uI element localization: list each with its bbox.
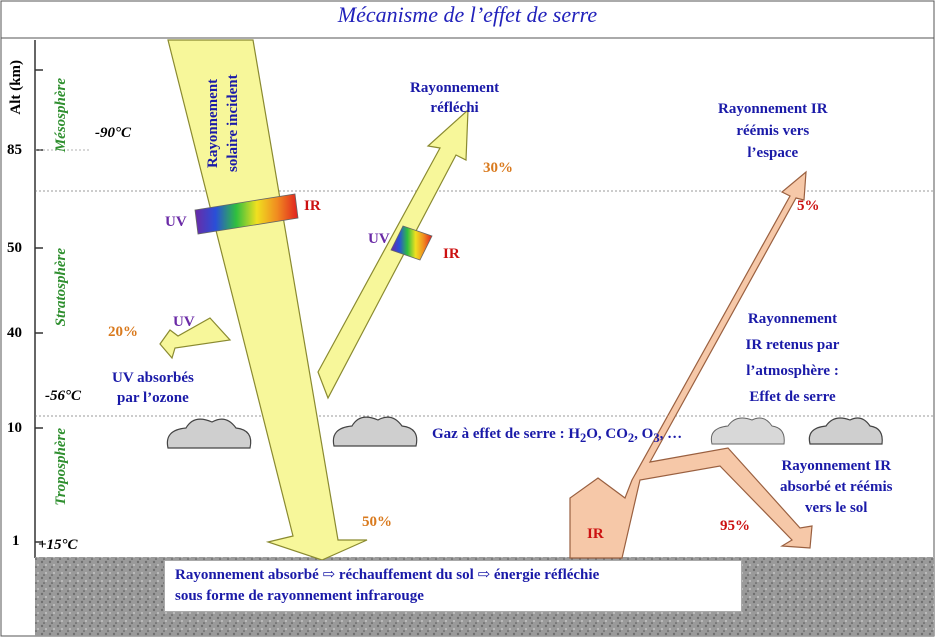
ground-caption-line: sous forme de rayonnement infrarouge <box>175 588 424 604</box>
ir-ground-line: Rayonnement IR <box>781 458 892 474</box>
ghg-text: O, CO <box>586 426 628 442</box>
uv-absorbed-uv-label: UV <box>173 314 195 330</box>
layer-label-troposphere: Troposphère <box>53 428 69 506</box>
ir-retained-line: l’atmosphère : <box>746 363 839 379</box>
temp-label: +15°C <box>38 537 78 553</box>
ir-retained-label: Rayonnement IR retenus par l’atmosphère … <box>720 306 865 410</box>
uv-absorbed-percent: 20% <box>108 324 138 340</box>
solar-spectrum-band <box>194 193 299 235</box>
ir-upward-arrow <box>569 170 813 559</box>
uv-absorbed-line: UV absorbés <box>112 370 194 386</box>
temp-label: -56°C <box>45 388 81 404</box>
ir-retained-line: Effet de serre <box>749 389 836 405</box>
reflected-spectrum-band <box>390 225 433 261</box>
ir-ground-label: Rayonnement IR absorbé et réémis vers le… <box>780 456 892 519</box>
ir-space-label: Rayonnement IR réémis vers l’espace <box>718 98 828 164</box>
ir-ground-ir-label: IR <box>587 526 604 542</box>
solar-label-line: Rayonnement <box>205 78 221 168</box>
reflected-ir-label: IR <box>443 246 460 262</box>
ghg-sub: 2 <box>580 431 587 445</box>
solar-incident-label: Rayonnement solaire incident <box>203 58 243 188</box>
cloud-icon <box>710 417 785 445</box>
ghg-text: Gaz à effet de serre : H <box>432 426 580 442</box>
reflected-label-line: réfléchi <box>430 100 479 116</box>
cloud-icon <box>808 417 883 445</box>
ir-label: IR <box>304 198 321 214</box>
tick-label: 10 <box>7 420 22 436</box>
ir-space-line: l’espace <box>747 145 799 161</box>
reflected-percent: 30% <box>483 160 513 176</box>
ir-retained-line: Rayonnement <box>747 311 838 327</box>
ghg-text: , O <box>634 426 654 442</box>
reflected-label: Rayonnement réfléchi <box>410 78 499 118</box>
cloud-icon <box>332 416 418 447</box>
tick-label: 50 <box>7 240 22 256</box>
uv-absorbed-line: par l’ozone <box>117 390 189 406</box>
ghg-sub: 3 <box>653 431 660 445</box>
reflected-arrow <box>317 108 469 400</box>
ground-caption-line: Rayonnement absorbé ⇨ réchauffement du s… <box>175 567 600 583</box>
tick-label: 85 <box>7 142 22 158</box>
ir-ground-line: absorbé et réémis <box>780 479 893 495</box>
uv-absorbed-arrow <box>159 317 232 360</box>
uv-label: UV <box>165 214 187 230</box>
solar-label-line: solaire incident <box>225 74 241 172</box>
uv-absorbed-label: UV absorbés par l’ozone <box>112 368 194 408</box>
ir-ground-percent: 95% <box>720 518 750 534</box>
ground-absorbed-percent: 50% <box>362 514 392 530</box>
greenhouse-gas-label: Gaz à effet de serre : H2O, CO2, O3, … <box>432 426 682 446</box>
ir-space-percent: 5% <box>797 198 820 214</box>
tick-label: 40 <box>7 325 22 341</box>
reflected-label-line: Rayonnement <box>410 80 500 96</box>
temp-label: -90°C <box>95 125 131 141</box>
ground-caption: Rayonnement absorbé ⇨ réchauffement du s… <box>164 560 742 612</box>
page-title: Mécanisme de l’effet de serre <box>337 2 598 27</box>
ir-retained-line: IR retenus par <box>745 337 840 353</box>
reflected-uv-label: UV <box>368 231 390 247</box>
tick-label: 1 <box>12 533 20 549</box>
ir-space-line: réémis vers <box>736 123 810 139</box>
axis-ticks <box>35 69 43 543</box>
ghg-text: , … <box>659 426 683 442</box>
solar-incident-arrow <box>167 39 368 561</box>
ir-ground-line: vers le sol <box>804 500 868 516</box>
ghg-sub: 2 <box>627 431 635 445</box>
layer-label-mesosphere: Mésosphère <box>53 78 69 153</box>
ir-space-line: Rayonnement IR <box>718 101 828 117</box>
axis-label: Alt (km) <box>8 60 24 115</box>
layer-label-stratosphere: Stratosphère <box>53 248 69 327</box>
cloud-icon <box>166 418 252 449</box>
